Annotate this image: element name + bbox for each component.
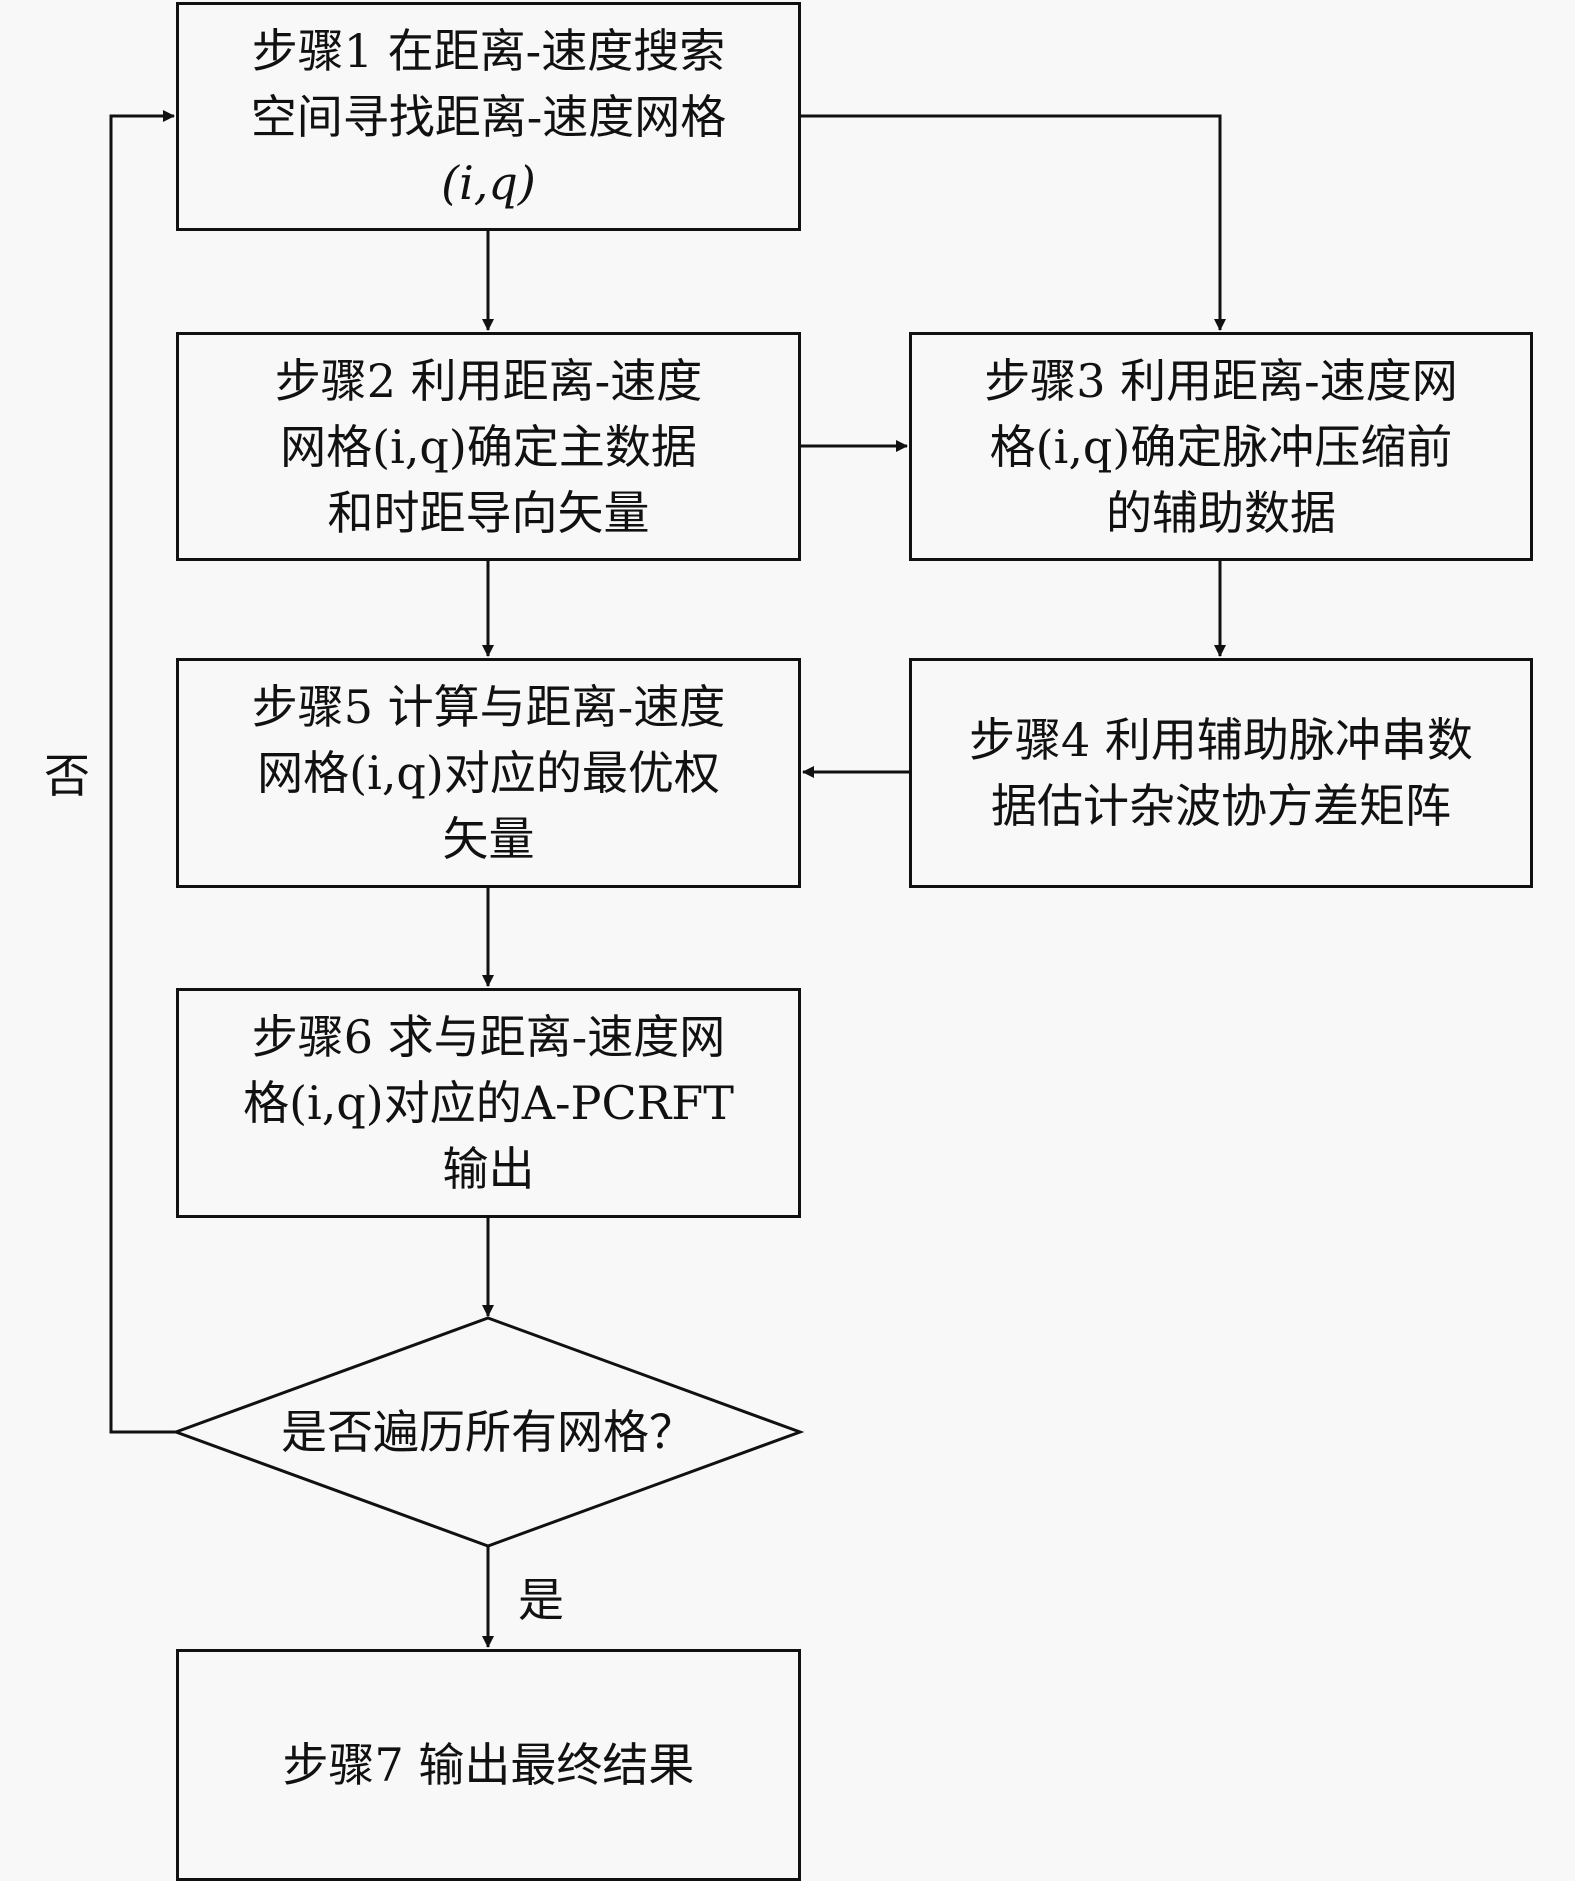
step4-line1: 步骤4 利用辅助脉冲串数 (969, 713, 1473, 767)
step6-line2: 格(i,q)对应的A-PCRFT (243, 1076, 734, 1130)
step1-line3: (i,q) (441, 155, 536, 210)
step2-line3: 和时距导向矢量 (327, 485, 650, 540)
step4-line2: 据估计杂波协方差矩阵 (990, 779, 1451, 833)
edge-label-yes: 是 (518, 1573, 564, 1627)
step2-line2: 网格(i,q)确定主数据 (280, 419, 697, 474)
step6-line3: 输出 (442, 1142, 535, 1196)
step2-box: 步骤2 利用距离-速度 网格(i,q)确定主数据 和时距导向矢量 (176, 332, 801, 561)
step5-line2: 网格(i,q)对应的最优权 (257, 746, 720, 800)
step3-box: 步骤3 利用距离-速度网 格(i,q)确定脉冲压缩前 的辅助数据 (909, 332, 1533, 561)
step6-box: 步骤6 求与距离-速度网 格(i,q)对应的A-PCRFT 输出 (176, 988, 801, 1218)
step4-box: 步骤4 利用辅助脉冲串数 据估计杂波协方差矩阵 (909, 658, 1533, 888)
step5-line1: 步骤5 计算与距离-速度 (251, 680, 726, 734)
step3-line2: 格(i,q)确定脉冲压缩前 (989, 419, 1453, 474)
step6-line1: 步骤6 求与距离-速度网 (251, 1010, 726, 1064)
edge-label-no: 否 (44, 749, 90, 803)
step1-line2: 空间寻找距离-速度网格 (250, 89, 727, 144)
decision-diamond (171, 1316, 805, 1548)
step7-line1: 步骤7 输出最终结果 (282, 1738, 695, 1792)
edge-step1-step3 (801, 114, 1226, 331)
step7-box: 步骤7 输出最终结果 (176, 1649, 801, 1881)
step3-line3: 的辅助数据 (1106, 485, 1336, 540)
edge-decision-step1 (109, 110, 176, 1434)
step3-line1: 步骤3 利用距离-速度网 (984, 353, 1458, 408)
step5-box: 步骤5 计算与距离-速度 网格(i,q)对应的最优权 矢量 (176, 658, 801, 888)
step5-line3: 矢量 (442, 812, 535, 866)
step1-box: 步骤1 在距离-速度搜索 空间寻找距离-速度网格 (i,q) (176, 2, 801, 231)
step2-line1: 步骤2 利用距离-速度 (274, 353, 703, 408)
step1-line1: 步骤1 在距离-速度搜索 (251, 23, 726, 78)
decision-label: 是否遍历所有网格？ (281, 1405, 695, 1459)
